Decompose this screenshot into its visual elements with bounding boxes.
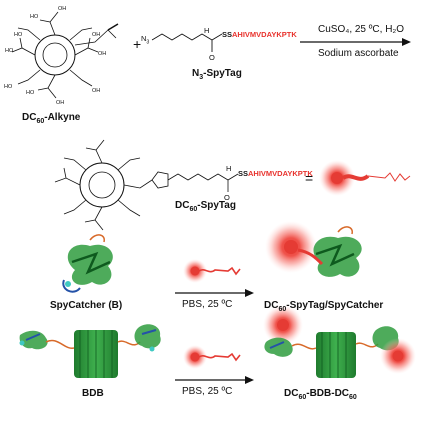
condition-1-line-2: Sodium ascorbate — [318, 48, 399, 59]
oh-label: OH — [92, 32, 100, 38]
reaction-arrow-3 — [175, 345, 254, 384]
oh-label: OH — [56, 100, 64, 106]
dc60-bdb-dc60-label: DC60-BDB-DC60 — [284, 388, 357, 401]
plus-sign: + — [133, 36, 142, 52]
hn-label-2: H — [226, 164, 232, 173]
condition-2: PBS, 25 ºC — [182, 299, 233, 310]
hn-label: H — [204, 26, 210, 35]
oh-label: OH — [98, 51, 106, 57]
bdb-protein-icon — [19, 324, 161, 378]
dc60-spytag-spycatcher-label: DC60-SpyTag/SpyCatcher — [264, 300, 384, 313]
reaction-arrow-2 — [175, 259, 254, 297]
oh-label: OH — [92, 88, 100, 94]
dc60-spytag-structure — [54, 139, 239, 231]
o-label-2: O — [224, 193, 230, 202]
dc60-spytag-spycatcher-icon — [265, 221, 362, 277]
spytag-sequence: SSAHIVMVDAYKPTK — [222, 30, 297, 39]
ho-label: HO — [5, 48, 14, 54]
oh-label: OH — [58, 6, 66, 12]
ho-label: HO — [26, 90, 35, 96]
reaction-arrow-1 — [300, 38, 411, 46]
n3-azide-label: N3 — [141, 34, 150, 46]
o-label: O — [209, 53, 215, 62]
dc60-alkyne-structure — [11, 11, 119, 99]
ho-label: HO — [4, 84, 13, 90]
bdb-label: BDB — [82, 388, 104, 399]
dc60-alkyne-label: DC60-Alkyne — [22, 112, 81, 125]
condition-3: PBS, 25 ºC — [182, 386, 233, 397]
dc60-spytag-label: DC60-SpyTag — [175, 200, 236, 213]
spycatcher-protein-icon — [62, 234, 113, 293]
dc60-spytag-icon — [319, 160, 411, 196]
ho-label: HO — [14, 32, 23, 38]
n3-spytag-structure — [151, 33, 223, 52]
n3-spytag-label: N3-SpyTag — [192, 68, 242, 81]
dc60-bdb-dc60-icon — [263, 305, 416, 378]
condition-1-line-1: CuSO₄, 25 ºC, H₂O — [318, 24, 405, 35]
spycatcher-label: SpyCatcher (B) — [50, 300, 123, 311]
ho-label: HO — [30, 14, 39, 20]
equals-sign: = — [305, 170, 314, 186]
spytag-sequence-2: SSAHIVMVDAYKPTK — [238, 169, 313, 178]
dc60-alkyne-oh-groups: HO HO HO OH OH OH HO HO OH OH — [4, 6, 106, 106]
